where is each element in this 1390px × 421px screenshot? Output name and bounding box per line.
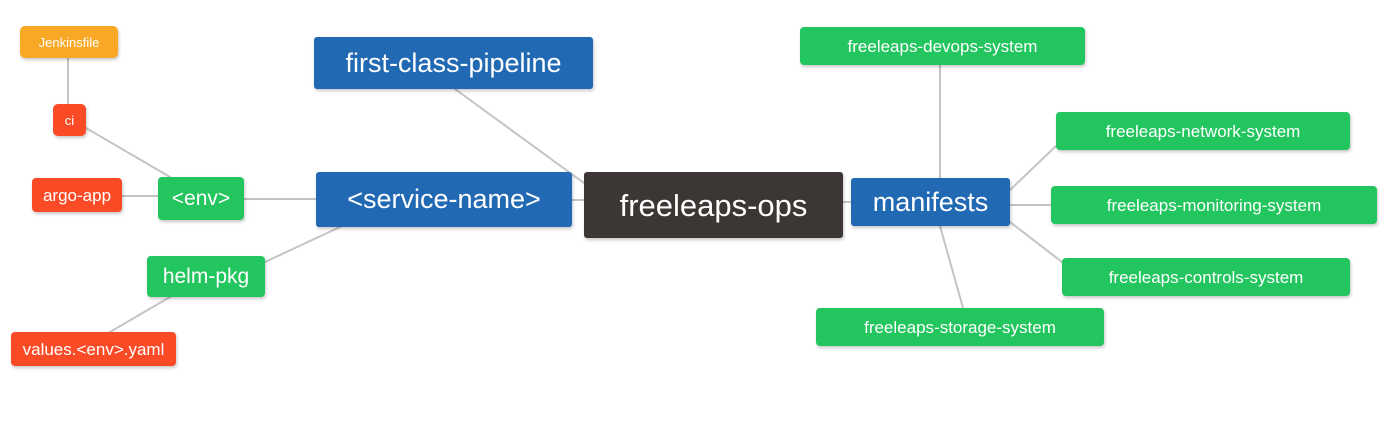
edge-manifests-to-freeleaps-storage-system <box>939 225 964 309</box>
node-jenkinsfile[interactable]: Jenkinsfile <box>20 26 118 58</box>
edge-env-to-ci <box>85 127 171 178</box>
node-freeleaps-devops-system[interactable]: freeleaps-devops-system <box>800 27 1085 65</box>
node-freeleaps-network-system[interactable]: freeleaps-network-system <box>1056 112 1350 150</box>
edge-helm-pkg-to-values-env-yaml <box>109 296 171 333</box>
node-first-class-pipeline[interactable]: first-class-pipeline <box>314 37 593 89</box>
edge-freeleaps-ops-to-first-class-pipeline <box>454 88 585 184</box>
node-argo-app[interactable]: argo-app <box>32 178 122 212</box>
node-values-env-yaml[interactable]: values.<env>.yaml <box>11 332 176 366</box>
node-freeleaps-controls-system[interactable]: freeleaps-controls-system <box>1062 258 1350 296</box>
node-env[interactable]: <env> <box>158 177 244 220</box>
node-manifests[interactable]: manifests <box>851 178 1010 226</box>
node-freeleaps-storage-system[interactable]: freeleaps-storage-system <box>816 308 1104 346</box>
node-ci[interactable]: ci <box>53 104 86 136</box>
node-service-name[interactable]: <service-name> <box>316 172 572 227</box>
edge-manifests-to-freeleaps-controls-system <box>1009 221 1063 263</box>
edge-manifests-to-freeleaps-network-system <box>1009 145 1057 191</box>
node-freeleaps-monitoring-system[interactable]: freeleaps-monitoring-system <box>1051 186 1377 224</box>
edge-service-name-to-helm-pkg <box>264 226 341 263</box>
node-freeleaps-ops[interactable]: freeleaps-ops <box>584 172 843 238</box>
node-helm-pkg[interactable]: helm-pkg <box>147 256 265 297</box>
